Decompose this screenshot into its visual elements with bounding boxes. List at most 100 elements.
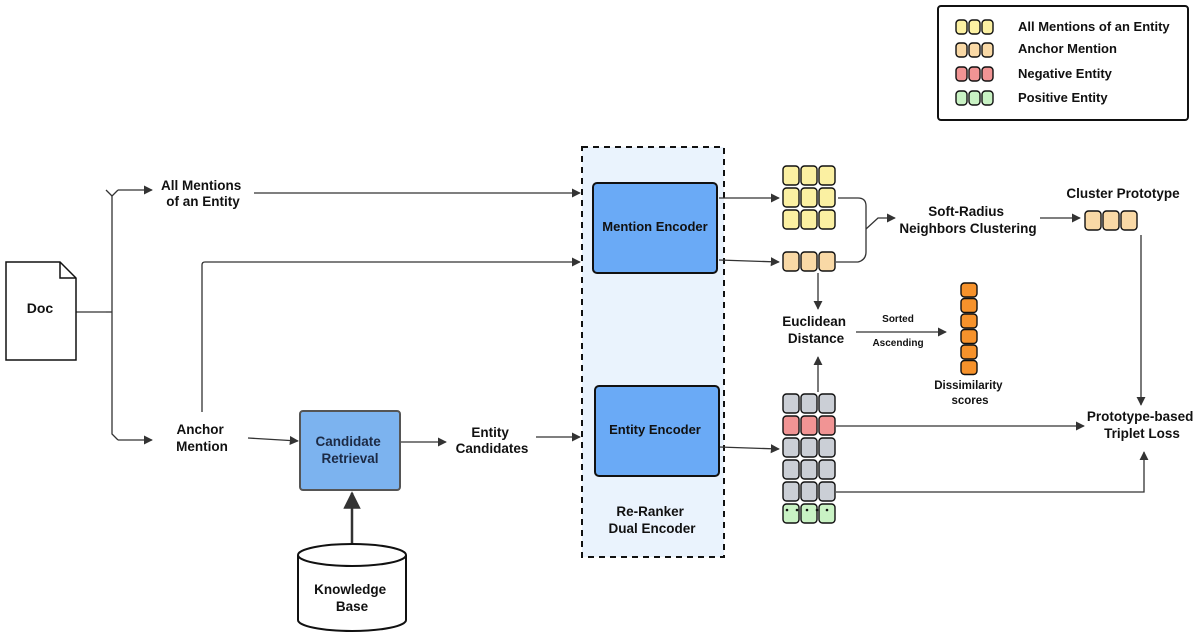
mention-embedding-cell — [818, 187, 836, 208]
all-mentions-text: All Mentions of an Entity — [161, 178, 245, 209]
entity-embedding-cell — [800, 393, 818, 414]
entity-embedding-cell — [818, 459, 836, 480]
entity-encoder-label: Entity Encoder — [609, 422, 701, 437]
mention-embedding-cell — [800, 165, 818, 186]
candidate-retrieval-text: Candidate Retrieval — [315, 434, 384, 466]
mention-embedding-cell — [800, 209, 818, 230]
doc-icon: Doc — [5, 261, 77, 361]
triplet-loss-text: Prototype-based Triplet Loss — [1087, 409, 1197, 441]
entity-embedding-cell — [782, 393, 800, 414]
all-mentions-embedding-grid — [782, 165, 836, 230]
dissimilarity-score-cell — [960, 297, 978, 314]
candidate-retrieval-line2: Retrieval — [321, 451, 378, 466]
triplet-loss-line2: Triplet Loss — [1104, 426, 1180, 441]
dissimilarity-scores-column — [960, 282, 978, 376]
knowledge-base-cylinder: Knowledge Base — [297, 543, 407, 632]
legend-mention-cell — [955, 19, 968, 35]
legend-positive-entity-label: Positive Entity — [1018, 90, 1108, 105]
negative-entity-cell — [800, 415, 818, 436]
anchor-embedding-row — [782, 251, 836, 272]
positive-entity-cell — [782, 503, 800, 524]
entity-embedding-cell — [818, 437, 836, 458]
reranker-line2: Dual Encoder — [608, 521, 696, 536]
entity-encoder-box — [594, 385, 720, 477]
euclidean-text: Euclidean Distance — [782, 314, 850, 346]
dissimilarity-score-cell — [960, 313, 978, 329]
bracket-to-clustering-arrow — [865, 213, 896, 230]
entity-embedding-cell — [800, 481, 818, 502]
entity-embedding-cell — [782, 481, 800, 502]
mention-encoder-label: Mention Encoder — [602, 219, 707, 234]
ascending-label: Ascending — [872, 338, 923, 349]
legend-mention-cell — [981, 19, 994, 35]
mention-encoder-to-anchor-arrow — [718, 257, 780, 267]
entity-embedding-cell — [800, 459, 818, 480]
legend-negative-entity-label: Negative Entity — [1018, 66, 1113, 81]
doc-branch — [111, 189, 119, 441]
entity-embedding-cell — [800, 437, 818, 458]
negative-entity-cell — [782, 415, 800, 436]
anchor-to-retrieval-arrow — [247, 435, 299, 446]
reranker-line1: Re-Ranker — [616, 504, 684, 519]
legend-positive-cell — [968, 90, 981, 106]
euclidean-line1: Euclidean — [782, 314, 846, 329]
entity-embedding-cell — [818, 481, 836, 502]
dissimilarity-line2: scores — [951, 395, 988, 407]
doc-label: Doc — [27, 300, 54, 316]
dissimilarity-score-cell — [960, 282, 978, 298]
candidate-retrieval-line1: Candidate — [315, 434, 381, 449]
triplet-loss-line1: Prototype-based — [1087, 409, 1194, 424]
legend-anchor-mention-label: Anchor Mention — [1018, 41, 1117, 56]
dissimilarity-line1: Dissimilarity — [934, 380, 1003, 392]
sorted-label: Sorted — [882, 314, 914, 325]
legend-negative-cell — [981, 66, 994, 82]
mention-encoder-box — [592, 182, 718, 274]
anchor-embedding-cell — [782, 251, 800, 272]
entity-candidates-line2: Candidates — [456, 441, 529, 456]
anchor-mention-line1: Anchor — [176, 422, 224, 437]
clustering-line1: Soft-Radius — [928, 204, 1004, 219]
mention-embedding-cell — [818, 209, 836, 230]
legend-anchor-cell — [968, 42, 981, 58]
entity-embedding-cell — [782, 437, 800, 458]
mention-embedding-cell — [782, 209, 800, 230]
cluster-prototype-row — [1084, 210, 1138, 231]
cluster-bracket — [836, 197, 867, 263]
legend-anchor-cell — [981, 42, 994, 58]
legend: All Mentions of an Entity Anchor Mention… — [937, 5, 1189, 121]
reranker-text: Re-Ranker Dual Encoder — [608, 504, 696, 536]
prototype-embedding-cell — [1084, 210, 1102, 231]
all-mentions-line2: of an Entity — [166, 194, 240, 209]
connectors — [76, 185, 1149, 545]
positive-entity-cell — [818, 503, 836, 524]
anchor-embedding-cell — [800, 251, 818, 272]
clustering-text: Soft-Radius Neighbors Clustering — [899, 204, 1036, 236]
legend-negative-cell — [955, 66, 968, 82]
anchor-embedding-cell — [818, 251, 836, 272]
candidate-retrieval-box — [299, 410, 401, 491]
positive-to-loss-arrow — [836, 451, 1149, 493]
entity-embedding-cell — [782, 459, 800, 480]
euclidean-line2: Distance — [788, 331, 845, 346]
prototype-embedding-cell — [1102, 210, 1120, 231]
anchor-mention-line2: Mention — [176, 439, 228, 454]
all-mentions-line1: All Mentions — [161, 178, 241, 193]
clustering-line2: Neighbors Clustering — [899, 221, 1036, 236]
dissimilarity-score-cell — [960, 359, 978, 376]
negative-entity-cell — [818, 415, 836, 436]
legend-all-mentions-label: All Mentions of an Entity — [1018, 19, 1170, 34]
anchor-mention-text: Anchor Mention — [176, 422, 228, 454]
positive-entity-cell — [800, 503, 818, 524]
legend-positive-cell — [981, 90, 994, 106]
legend-anchor-cell — [955, 42, 968, 58]
mention-embedding-cell — [782, 187, 800, 208]
entity-embedding-grid — [782, 393, 836, 524]
prototype-embedding-cell — [1120, 210, 1138, 231]
entity-embedding-cell — [818, 393, 836, 414]
dissimilarity-score-cell — [960, 344, 978, 360]
mention-embedding-cell — [800, 187, 818, 208]
legend-negative-cell — [968, 66, 981, 82]
anchor-to-encoder-arrow — [201, 257, 581, 412]
dissimilarity-score-cell — [960, 328, 978, 345]
